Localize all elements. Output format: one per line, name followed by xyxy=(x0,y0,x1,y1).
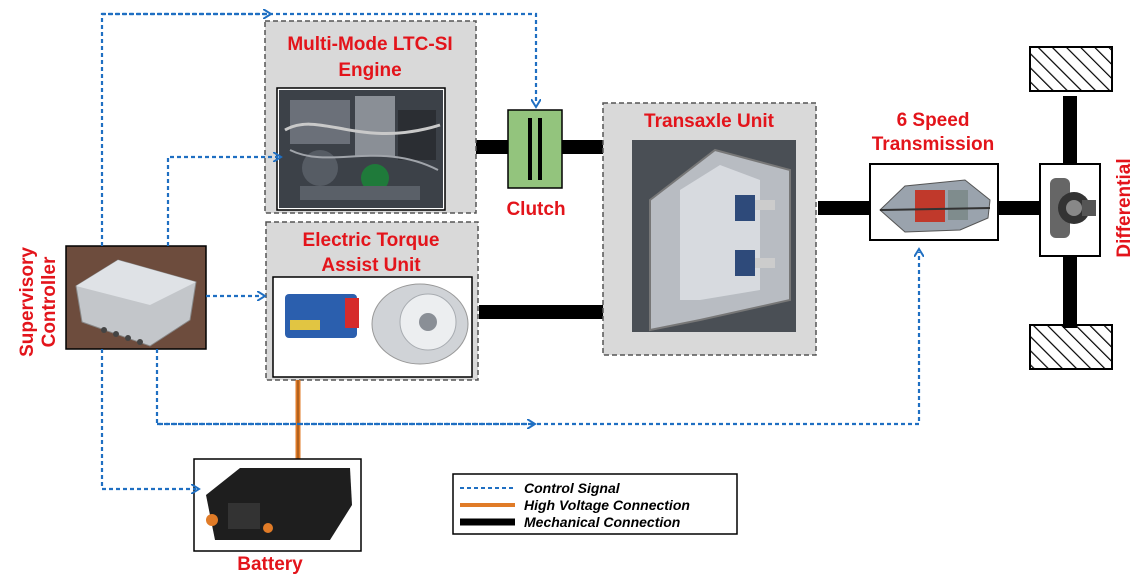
controller-label-line2: Controller xyxy=(39,256,60,347)
engine-label-line2: Engine xyxy=(338,60,401,81)
eta-box xyxy=(265,221,479,381)
engine-box xyxy=(264,20,477,214)
clutch-label: Clutch xyxy=(506,199,565,220)
engine-label-line1: Multi-Mode LTC-SI xyxy=(287,34,452,55)
wheel-top xyxy=(1029,46,1113,92)
transaxle-label: Transaxle Unit xyxy=(644,111,775,132)
transaxle-box xyxy=(602,102,817,356)
control-signals xyxy=(100,14,919,489)
legend-label-hv: High Voltage Connection xyxy=(524,497,690,513)
transmission-box xyxy=(869,163,999,241)
wheel-bottom xyxy=(1029,324,1113,370)
battery-box xyxy=(193,458,362,552)
transmission-label-line2: Transmission xyxy=(872,134,995,155)
legend-label-mech: Mechanical Connection xyxy=(524,514,680,530)
controller-box xyxy=(65,245,207,350)
controller-label-line1: Supervisory xyxy=(17,247,38,357)
eta-label-line2: Assist Unit xyxy=(321,255,421,276)
battery-label: Battery xyxy=(237,554,303,575)
transmission-label-line1: 6 Speed xyxy=(897,110,970,131)
legend-label-control: Control Signal xyxy=(524,480,621,496)
eta-label-line1: Electric Torque xyxy=(303,230,440,251)
legend: Control Signal High Voltage Connection M… xyxy=(452,473,738,535)
clutch-box xyxy=(507,109,563,189)
differential-box xyxy=(1039,163,1101,257)
differential-label: Differential xyxy=(1114,158,1135,257)
